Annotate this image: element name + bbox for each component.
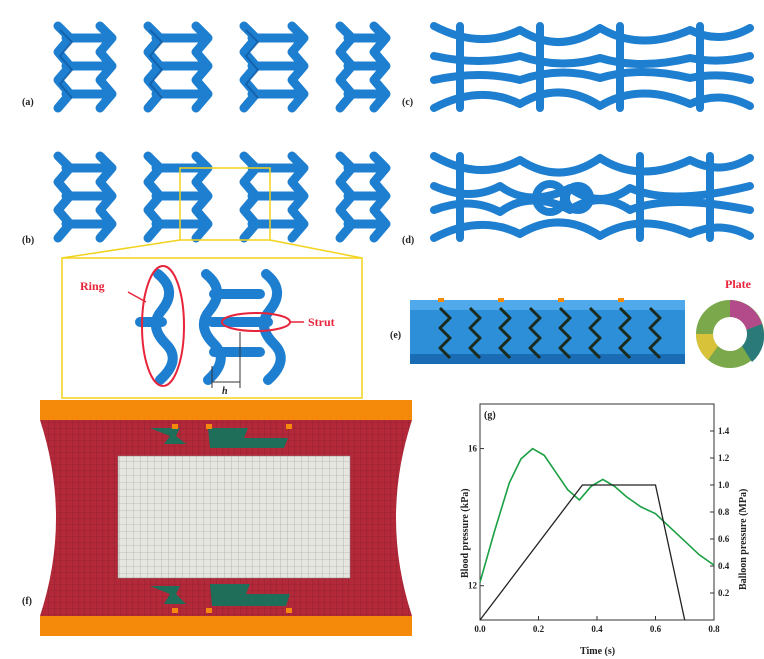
y2-tick-label: 1.0 (718, 480, 730, 490)
balloon-pressure-line (479, 484, 686, 621)
panel-d-label: (d) (402, 235, 415, 246)
ring-label: Ring (80, 279, 105, 293)
strut-label: Strut (308, 315, 335, 329)
y2-tick-label: 0.4 (718, 561, 730, 571)
pressure-chart: (g) Time (s) Blood pressure (kPa) Balloo… (460, 403, 749, 657)
panel-a-label: (a) (22, 97, 34, 108)
zoom-inset: Ring Strut h (0, 239, 400, 400)
panel-b: (b) (0, 138, 400, 258)
panel-g: (g) Time (s) Blood pressure (kPa) Balloo… (440, 398, 764, 659)
x-tick-label: 0.8 (708, 624, 720, 634)
y2-tick-label: 0.8 (718, 507, 730, 517)
panel-d: (d) (400, 138, 764, 258)
y2-axis-label: Balloon pressure (MPa) (738, 489, 749, 590)
plate-label: Plate (725, 277, 752, 291)
y2-tick-label: 0.2 (718, 588, 730, 598)
blood-pressure-line (479, 447, 715, 583)
panel-c-label: (c) (402, 97, 414, 108)
panel-a: (a) (0, 0, 400, 130)
x-tick-label: 0.0 (474, 624, 486, 634)
plaque (117, 455, 351, 579)
panel-c: (c) (400, 0, 764, 130)
stent-deformed-c (430, 22, 754, 112)
stent-pattern-b (53, 151, 391, 243)
ring-highlight (141, 265, 185, 387)
stent-pattern-a (53, 21, 391, 113)
x-tick-label: 0.4 (591, 624, 603, 634)
stent-on-balloon: Plate (410, 277, 764, 368)
artery-model (40, 400, 412, 636)
panel-f-label: (f) (22, 596, 32, 607)
panel-f: (f) (0, 398, 440, 659)
zoom-highlight-box (179, 167, 271, 241)
end-plate-bottom (40, 616, 412, 636)
panel-b-label: (b) (22, 235, 35, 246)
plot-frame (479, 403, 715, 621)
x-axis-label: Time (s) (580, 646, 615, 657)
y2-tick-label: 1.4 (718, 426, 730, 436)
zoom-inset-diagram: Ring Strut h (61, 239, 363, 399)
y-axis-label: Blood pressure (kPa) (460, 488, 471, 578)
dimension-label: h (222, 386, 228, 397)
y2-tick-label: 0.6 (718, 534, 730, 544)
end-plate-top (40, 400, 412, 420)
stent-deformed-d (430, 152, 754, 242)
panel-g-label: (g) (484, 410, 496, 421)
y-tick-label: 16 (468, 444, 478, 454)
panel-e-label: (e) (390, 330, 402, 341)
x-tick-label: 0.6 (650, 624, 662, 634)
y-tick-label: 12 (468, 581, 478, 591)
panel-e: (e) Plate (390, 277, 764, 380)
plate-ring-inner (713, 317, 747, 351)
x-tick-label: 0.2 (533, 624, 545, 634)
stent-fragments (150, 428, 290, 606)
y2-tick-label: 1.2 (718, 453, 730, 463)
